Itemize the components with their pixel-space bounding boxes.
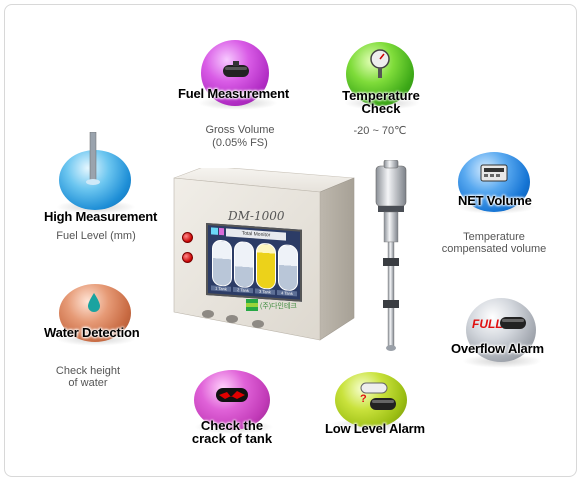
full-badge: FULL — [472, 317, 503, 331]
probe-icon — [375, 159, 407, 351]
fuel-measurement-sub2: (0.05% FS) — [212, 137, 268, 149]
brand-logo-icon — [246, 299, 258, 311]
screen-icon-left — [211, 227, 218, 235]
calculator-icon — [480, 164, 508, 182]
water-detection-title: Water Detection — [44, 325, 140, 340]
device-model-label: DM-1000 — [228, 209, 285, 223]
device-screen: Total Monitor 1 Tank 2 Tank 3 Tank 4 Tan… — [206, 223, 302, 302]
temperature-title-line1: Temperature — [342, 88, 420, 103]
red-button-bottom[interactable] — [182, 252, 193, 263]
temperature-range: -20 ~ 70℃ — [353, 125, 407, 137]
water-drop-icon — [88, 293, 100, 312]
dm1000-device: DM-1000 Total Monitor 1 Tank 2 Tank 3 Ta… — [170, 168, 360, 348]
net-volume-orb — [458, 152, 530, 212]
tank-3 — [256, 242, 276, 290]
net-volume-sub1: Temperature — [463, 231, 525, 243]
brand-name: (주)다인테크 — [260, 303, 297, 310]
fuel-measurement-sub1: Gross Volume — [205, 124, 275, 136]
low-level-alarm-orb — [335, 372, 407, 428]
water-detection-sub1: Check height — [55, 365, 121, 377]
tank-label-3: 3 Tank — [255, 288, 275, 295]
temperature-title-line2: Check — [361, 101, 401, 116]
cracked-tank-icon — [216, 388, 248, 402]
tank-label-1: 1 Tank — [211, 285, 231, 292]
red-button-top[interactable] — [182, 232, 193, 243]
fuel-tank-icon — [223, 61, 249, 77]
fuel-measurement-title: Fuel Measurement — [178, 86, 289, 101]
fuel-tank-icon — [500, 317, 526, 329]
level-probe-sensor — [366, 159, 416, 360]
empty-tank-icon — [360, 382, 388, 394]
question-badge: ? — [360, 393, 367, 405]
low-level-alarm-title: Low Level Alarm — [325, 421, 425, 436]
temperature-title: Temperature Check — [326, 89, 436, 115]
screen-header: Total Monitor — [226, 228, 286, 241]
water-detection-orb — [59, 284, 131, 342]
net-volume-title: NET Volume — [458, 193, 532, 208]
tank-label-2: 2 Tank — [233, 286, 253, 294]
overflow-alarm-orb — [466, 298, 536, 362]
tank-1 — [212, 239, 232, 287]
level-probe-icon — [86, 132, 100, 185]
thermometer-gauge-icon — [370, 49, 390, 78]
crack-check-title-line2: crack of tank — [191, 431, 273, 446]
high-measurement-title: High Measurement — [44, 209, 158, 224]
overflow-alarm-title: Overflow Alarm — [451, 341, 544, 356]
screen-icon-left2 — [219, 227, 224, 236]
net-volume-sub2: compensated volume — [441, 243, 547, 255]
tank-2 — [234, 240, 254, 289]
crack-check-title-line1: Check the — [200, 418, 264, 433]
tank-label-4: 4 Tank — [277, 289, 297, 297]
fuel-tank-icon — [370, 398, 396, 410]
high-measurement-sub: Fuel Level (mm) — [56, 230, 136, 242]
water-detection-sub2: of water — [68, 377, 108, 389]
crack-check-title: Check the crack of tank — [177, 419, 287, 445]
tank-4 — [278, 244, 298, 292]
